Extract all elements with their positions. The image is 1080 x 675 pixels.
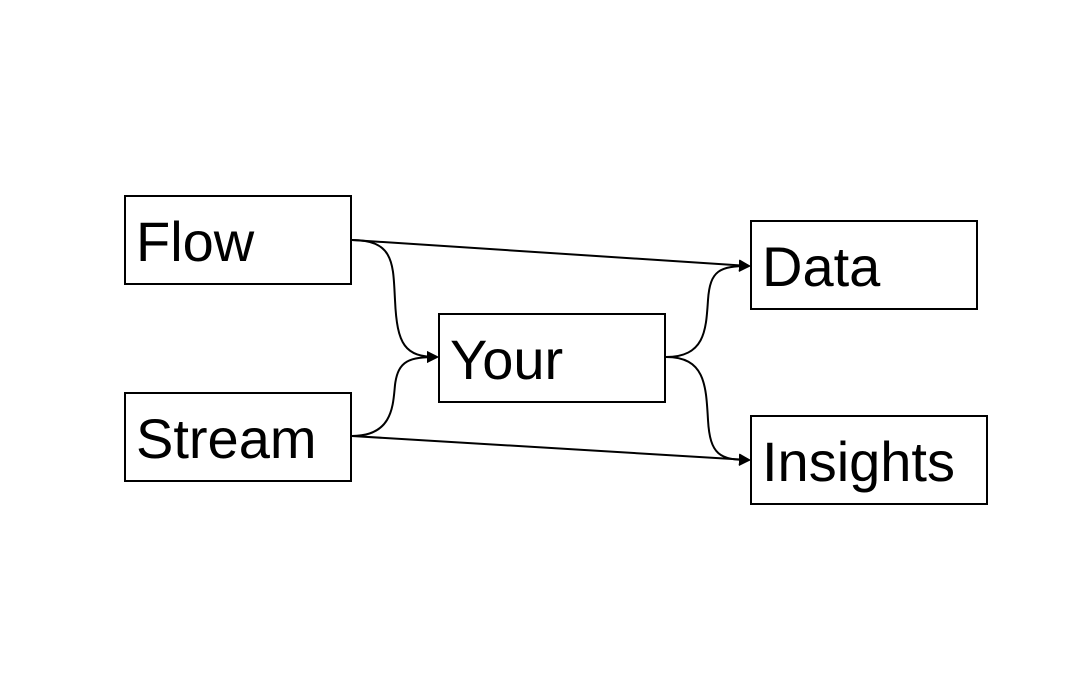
edge-flow-to-your (351, 239, 439, 363)
node-insights-label: Insights (762, 430, 955, 493)
node-your-label: Your (450, 328, 563, 391)
edge-stream-to-insights (351, 435, 751, 466)
node-flow-box (124, 195, 352, 285)
node-data-box (750, 220, 978, 310)
node-flow: Flow (124, 195, 352, 285)
node-data-label: Data (762, 235, 881, 298)
edge-your-to-insights (665, 356, 751, 466)
node-insights: Insights (750, 415, 988, 505)
edge-your-to-data (665, 260, 751, 358)
node-insights-box (750, 415, 988, 505)
node-flow-label: Flow (136, 210, 255, 273)
node-your: Your (438, 313, 666, 403)
edge-flow-to-data (351, 239, 751, 272)
edge-stream-to-your (351, 351, 439, 437)
node-your-box (438, 313, 666, 403)
node-stream-label: Stream (136, 407, 317, 470)
node-stream: Stream (124, 392, 352, 482)
node-stream-box (124, 392, 352, 482)
node-data: Data (750, 220, 978, 310)
